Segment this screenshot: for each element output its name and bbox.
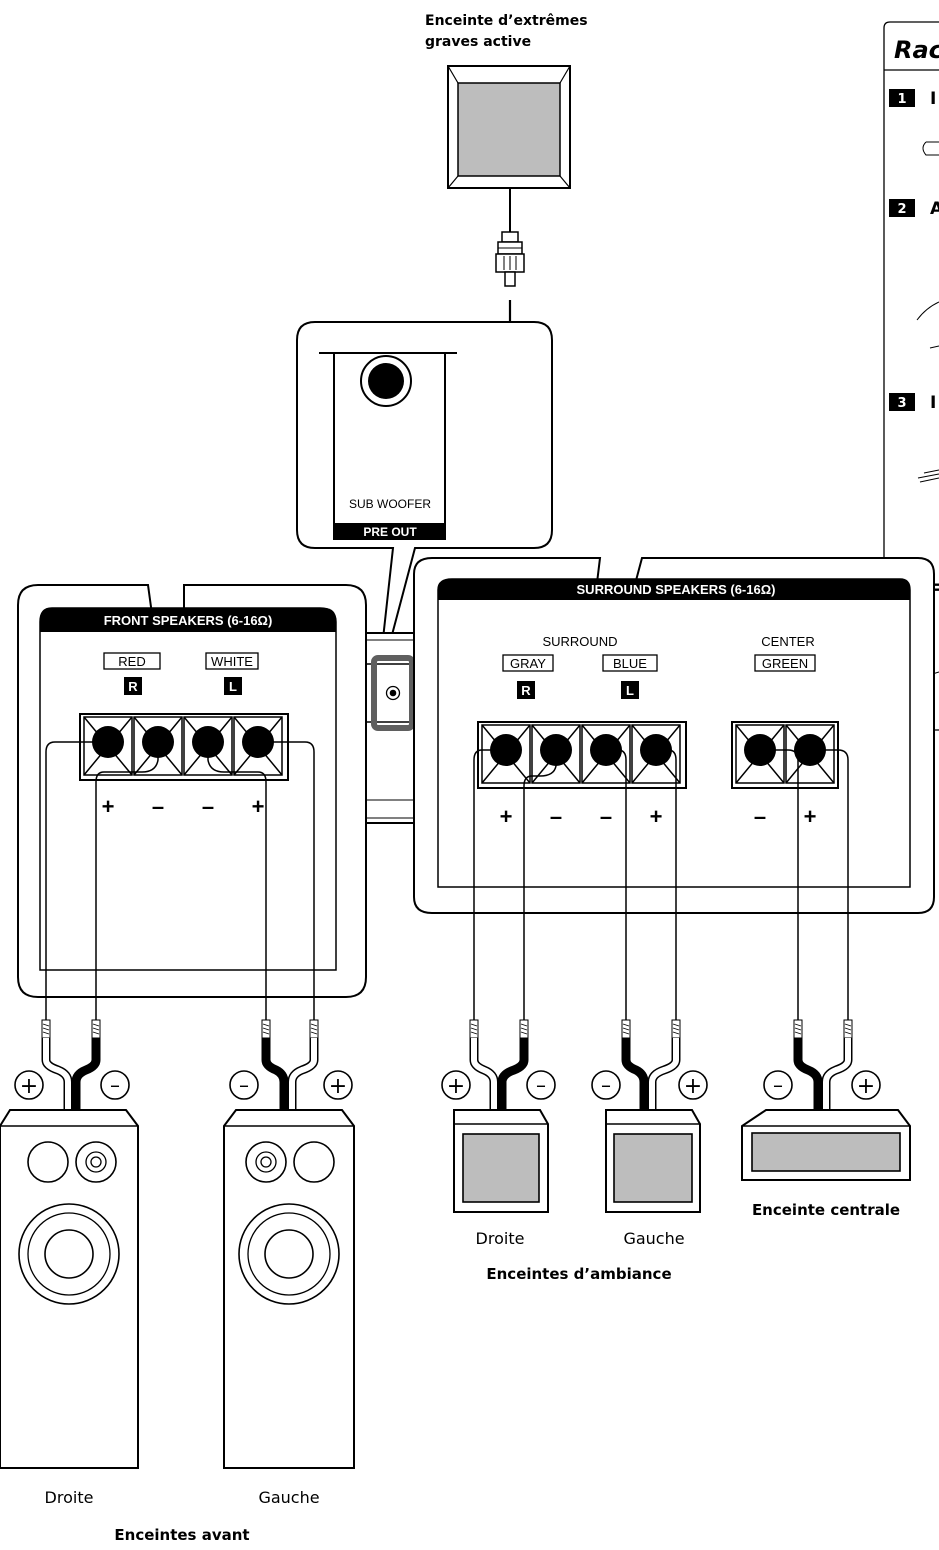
front-group-caption: Enceintes avant <box>114 1526 249 1544</box>
svg-text:I: I <box>930 89 936 109</box>
center-group-label: CENTER <box>761 634 814 649</box>
sidebar-title-fragment: Rac <box>894 36 939 64</box>
sidebar-step-1: 1 I <box>889 89 936 109</box>
svg-text:–: – <box>536 1073 546 1097</box>
subwoofer-label-line2: graves active <box>425 34 531 50</box>
front-right-speaker <box>0 1109 139 1469</box>
subwoofer-callout: SUB WOOFER PRE OUT <box>296 321 553 652</box>
surround-header: SURROUND SPEAKERS (6-16Ω) <box>577 582 776 597</box>
surround-left-color-label: BLUE <box>613 656 647 671</box>
svg-text:+: + <box>684 1074 702 1099</box>
svg-text:–: – <box>110 1073 120 1097</box>
surround-group-caption: Enceintes d’ambiance <box>486 1265 671 1283</box>
polarity-symbols: + – – + + – – + – + <box>14 1070 881 1100</box>
svg-text:A: A <box>930 199 939 219</box>
surround-right-caption: Droite <box>476 1229 525 1248</box>
minus-circle-icon: – <box>763 1070 793 1100</box>
surround-polarity-4: + <box>650 804 663 829</box>
minus-circle-icon: – <box>526 1070 556 1100</box>
surround-polarity-2: – <box>550 804 562 829</box>
center-polarity-2: + <box>804 804 817 829</box>
plus-circle-icon: + <box>14 1070 44 1100</box>
wire-ends <box>41 1019 853 1110</box>
svg-text:+: + <box>20 1074 38 1099</box>
svg-text:+: + <box>447 1074 465 1099</box>
surround-speakers-callout: SURROUND SPEAKERS (6-16Ω) SURROUND CENTE… <box>413 557 935 914</box>
svg-text:–: – <box>239 1073 249 1097</box>
center-polarity-1: – <box>754 804 766 829</box>
front-right-badge: R <box>128 679 138 694</box>
svg-text:–: – <box>773 1073 783 1097</box>
center-terminal-block <box>731 721 839 789</box>
svg-text:1: 1 <box>897 92 906 107</box>
plus-circle-icon: + <box>851 1070 881 1100</box>
surround-left-badge: L <box>626 683 634 698</box>
surround-right-speaker <box>453 1109 549 1213</box>
svg-text:2: 2 <box>897 202 906 217</box>
plus-circle-icon: + <box>441 1070 471 1100</box>
svg-text:I: I <box>930 393 936 413</box>
subwoofer-jack-label: SUB WOOFER <box>349 497 431 511</box>
front-polarity-2: – <box>152 794 164 819</box>
front-polarity-1: + <box>102 794 115 819</box>
center-color-label: GREEN <box>762 656 808 671</box>
subwoofer-label-line1: Enceinte d’extrêmes <box>425 13 588 29</box>
surround-right-color-label: GRAY <box>510 656 546 671</box>
minus-circle-icon: – <box>591 1070 621 1100</box>
sidebar-step-2: 2 A <box>889 199 939 219</box>
surround-polarity-3: – <box>600 804 612 829</box>
svg-text:–: – <box>601 1073 611 1097</box>
center-caption: Enceinte centrale <box>752 1201 900 1219</box>
surround-group-label: SURROUND <box>542 634 617 649</box>
center-speaker <box>741 1109 911 1181</box>
front-left-color-label: WHITE <box>211 654 253 669</box>
sidebar-step-3: 3 I <box>889 393 936 413</box>
front-right-color-label: RED <box>118 654 145 669</box>
svg-text:+: + <box>857 1074 875 1099</box>
front-left-badge: L <box>229 679 237 694</box>
front-right-caption: Droite <box>45 1488 94 1507</box>
surround-right-badge: R <box>521 683 531 698</box>
surround-left-speaker <box>605 1109 701 1213</box>
front-polarity-3: – <box>202 794 214 819</box>
pre-out-label: PRE OUT <box>363 525 417 539</box>
front-polarity-4: + <box>252 794 265 819</box>
surround-terminal-block <box>477 721 687 789</box>
surround-wires <box>473 749 849 1020</box>
front-wires <box>45 741 315 1020</box>
minus-circle-icon: – <box>100 1070 130 1100</box>
minus-circle-icon: – <box>229 1070 259 1100</box>
front-speakers-callout: FRONT SPEAKERS (6-16Ω) RED WHITE R L + – <box>17 584 367 998</box>
svg-text:+: + <box>329 1074 347 1099</box>
front-left-caption: Gauche <box>258 1488 319 1507</box>
front-terminal-block <box>79 713 289 781</box>
surround-polarity-1: + <box>500 804 513 829</box>
plus-circle-icon: + <box>678 1070 708 1100</box>
front-left-speaker <box>223 1109 355 1469</box>
front-header: FRONT SPEAKERS (6-16Ω) <box>104 613 273 628</box>
plus-circle-icon: + <box>323 1070 353 1100</box>
subwoofer-speaker: Enceinte d’extrêmes graves active <box>425 13 588 189</box>
svg-text:3: 3 <box>897 396 906 411</box>
surround-left-caption: Gauche <box>623 1229 684 1248</box>
